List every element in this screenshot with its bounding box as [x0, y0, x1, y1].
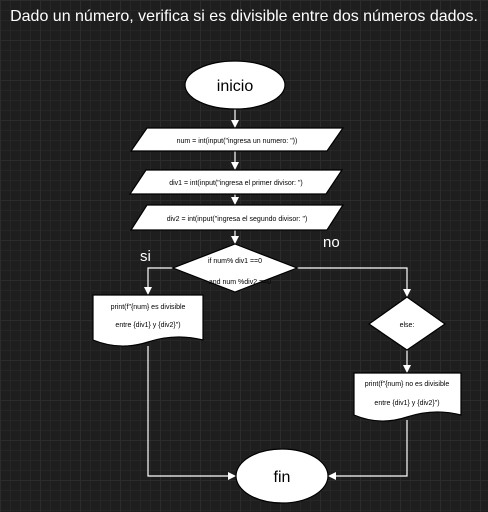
yes-label: si	[140, 248, 151, 265]
condition-node: if num% div1 ==0 and num %div2 ==0	[171, 243, 299, 293]
edge-print-no-to-end	[336, 420, 408, 477]
edge-condition-yes	[147, 267, 173, 287]
input-div1-node: div1 = int(input("ingresa el primer divi…	[128, 169, 344, 195]
arrowhead	[231, 162, 239, 170]
arrowhead	[144, 287, 152, 295]
end-label: fin	[274, 469, 291, 486]
edge-print-yes-to-end	[147, 346, 228, 477]
arrowhead	[231, 120, 239, 128]
input-num-node: num = int(input("ingresa un numero: "))	[129, 127, 345, 152]
arrowhead	[328, 472, 336, 480]
print-no-label-line2: entre {div1} y {div2}")	[374, 400, 439, 407]
arrowheads	[144, 120, 411, 480]
else-label: else:	[400, 322, 415, 329]
start-label: inicio	[217, 78, 254, 95]
arrowhead	[403, 365, 411, 373]
arrowhead	[231, 236, 239, 244]
print-yes-node: print(f"{num} es divisible entre {div1} …	[92, 294, 204, 347]
input-div2-label: div2 = int(input("ingresa el segundo div…	[167, 216, 308, 223]
input-div1-label: div1 = int(input("ingresa el primer divi…	[169, 180, 303, 187]
end-node: fin	[235, 448, 329, 504]
condition-label-line1: if num% div1 ==0	[208, 258, 262, 265]
condition-label-line2: and num %div2 ==0	[209, 279, 271, 286]
no-label: no	[323, 234, 340, 251]
arrowhead	[231, 197, 239, 205]
input-div2-node: div2 = int(input("ingresa el segundo div…	[129, 204, 345, 231]
connectors	[147, 109, 408, 477]
arrowhead	[403, 289, 411, 297]
print-yes-label-line2: entre {div1} y {div2}")	[115, 322, 180, 329]
diagram-title: Dado un número, verifica si es divisible…	[10, 8, 478, 25]
edge-condition-no	[297, 267, 408, 289]
print-no-node: print(f"{num} no es divisible entre {div…	[353, 372, 462, 422]
start-node: inicio	[184, 60, 286, 110]
print-yes-label-line1: print(f"{num} es divisible	[111, 304, 186, 311]
else-node: else:	[367, 296, 447, 351]
arrowhead	[228, 472, 236, 480]
print-no-label-line1: print(f"{num} no es divisible	[365, 381, 450, 388]
input-num-label: num = int(input("ingresa un numero: "))	[177, 138, 298, 145]
